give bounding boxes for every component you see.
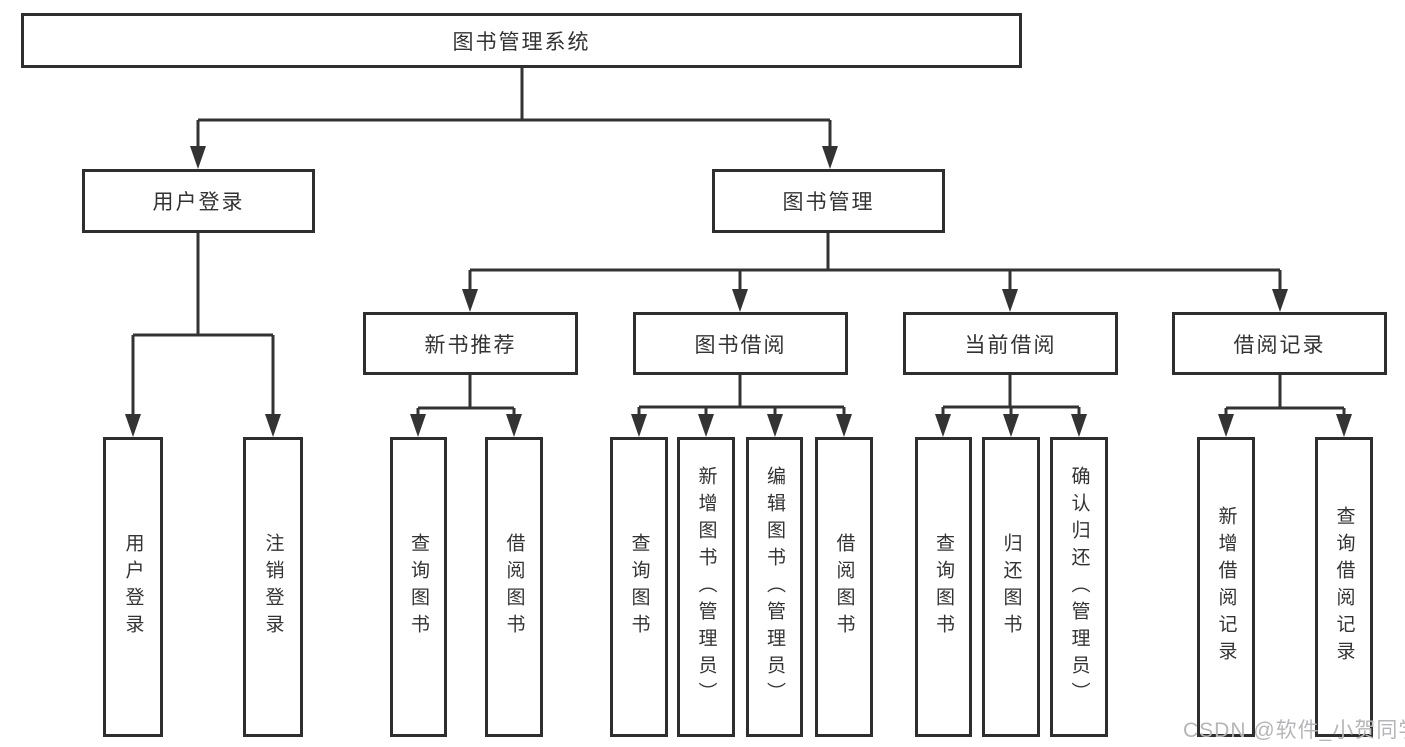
- csdn-watermark: CSDN @软件_小贺同学: [1183, 719, 1405, 742]
- leaf-return-books: 归还图书: [982, 437, 1040, 737]
- leaf-borrow-books-recommend-label: 借阅图书: [503, 533, 525, 641]
- node-root-system: 图书管理系统: [21, 13, 1022, 68]
- leaf-user-login: 用户登录: [103, 437, 163, 737]
- leaf-edit-books-admin: 编辑图书（管理员）: [746, 437, 803, 737]
- node-user-login: 用户登录: [82, 169, 315, 233]
- node-root-label: 图书管理系统: [452, 30, 591, 54]
- leaf-user-login-label: 用户登录: [122, 533, 144, 641]
- node-new-book-recommend: 新书推荐: [363, 312, 578, 375]
- leaf-edit-books-admin-label: 编辑图书（管理员）: [764, 465, 785, 709]
- leaf-confirm-return-admin-label: 确认归还（管理员）: [1068, 465, 1090, 709]
- node-borrow-records: 借阅记录: [1172, 312, 1387, 375]
- leaf-query-books-borrow: 查询图书: [610, 437, 668, 737]
- node-book-borrow: 图书借阅: [633, 312, 848, 375]
- leaf-query-books-current: 查询图书: [915, 437, 972, 737]
- leaf-confirm-return-admin: 确认归还（管理员）: [1050, 437, 1108, 737]
- leaf-query-books-borrow-label: 查询图书: [628, 533, 650, 641]
- leaf-logout: 注销登录: [243, 437, 303, 737]
- leaf-query-books-recommend-label: 查询图书: [408, 533, 429, 641]
- leaf-add-borrow-record: 新增借阅记录: [1197, 437, 1255, 737]
- leaf-add-books-admin: 新增图书（管理员）: [677, 437, 735, 737]
- node-book-management: 图书管理: [712, 169, 945, 233]
- leaf-borrow-books: 借阅图书: [815, 437, 873, 737]
- leaf-logout-label: 注销登录: [262, 533, 284, 641]
- node-user-login-label: 用户登录: [152, 191, 245, 214]
- node-borrow-records-label: 借阅记录: [1233, 333, 1326, 357]
- leaf-query-borrow-record-label: 查询借阅记录: [1333, 506, 1355, 668]
- leaf-borrow-books-recommend: 借阅图书: [485, 437, 543, 737]
- node-book-borrow-label: 图书借阅: [694, 333, 787, 357]
- leaf-add-books-admin-label: 新增图书（管理员）: [695, 465, 717, 709]
- node-current-borrow: 当前借阅: [903, 312, 1118, 375]
- node-current-borrow-label: 当前借阅: [964, 333, 1057, 357]
- leaf-return-books-label: 归还图书: [1000, 533, 1022, 641]
- leaf-add-borrow-record-label: 新增借阅记录: [1215, 506, 1237, 668]
- leaf-query-books-current-label: 查询图书: [933, 533, 954, 641]
- leaf-query-borrow-record: 查询借阅记录: [1315, 437, 1373, 737]
- leaf-borrow-books-label: 借阅图书: [833, 533, 855, 641]
- node-book-management-label: 图书管理: [782, 191, 875, 214]
- arrowheads: [125, 146, 1352, 437]
- node-new-book-recommend-label: 新书推荐: [424, 333, 517, 357]
- leaf-query-books-recommend: 查询图书: [390, 437, 447, 737]
